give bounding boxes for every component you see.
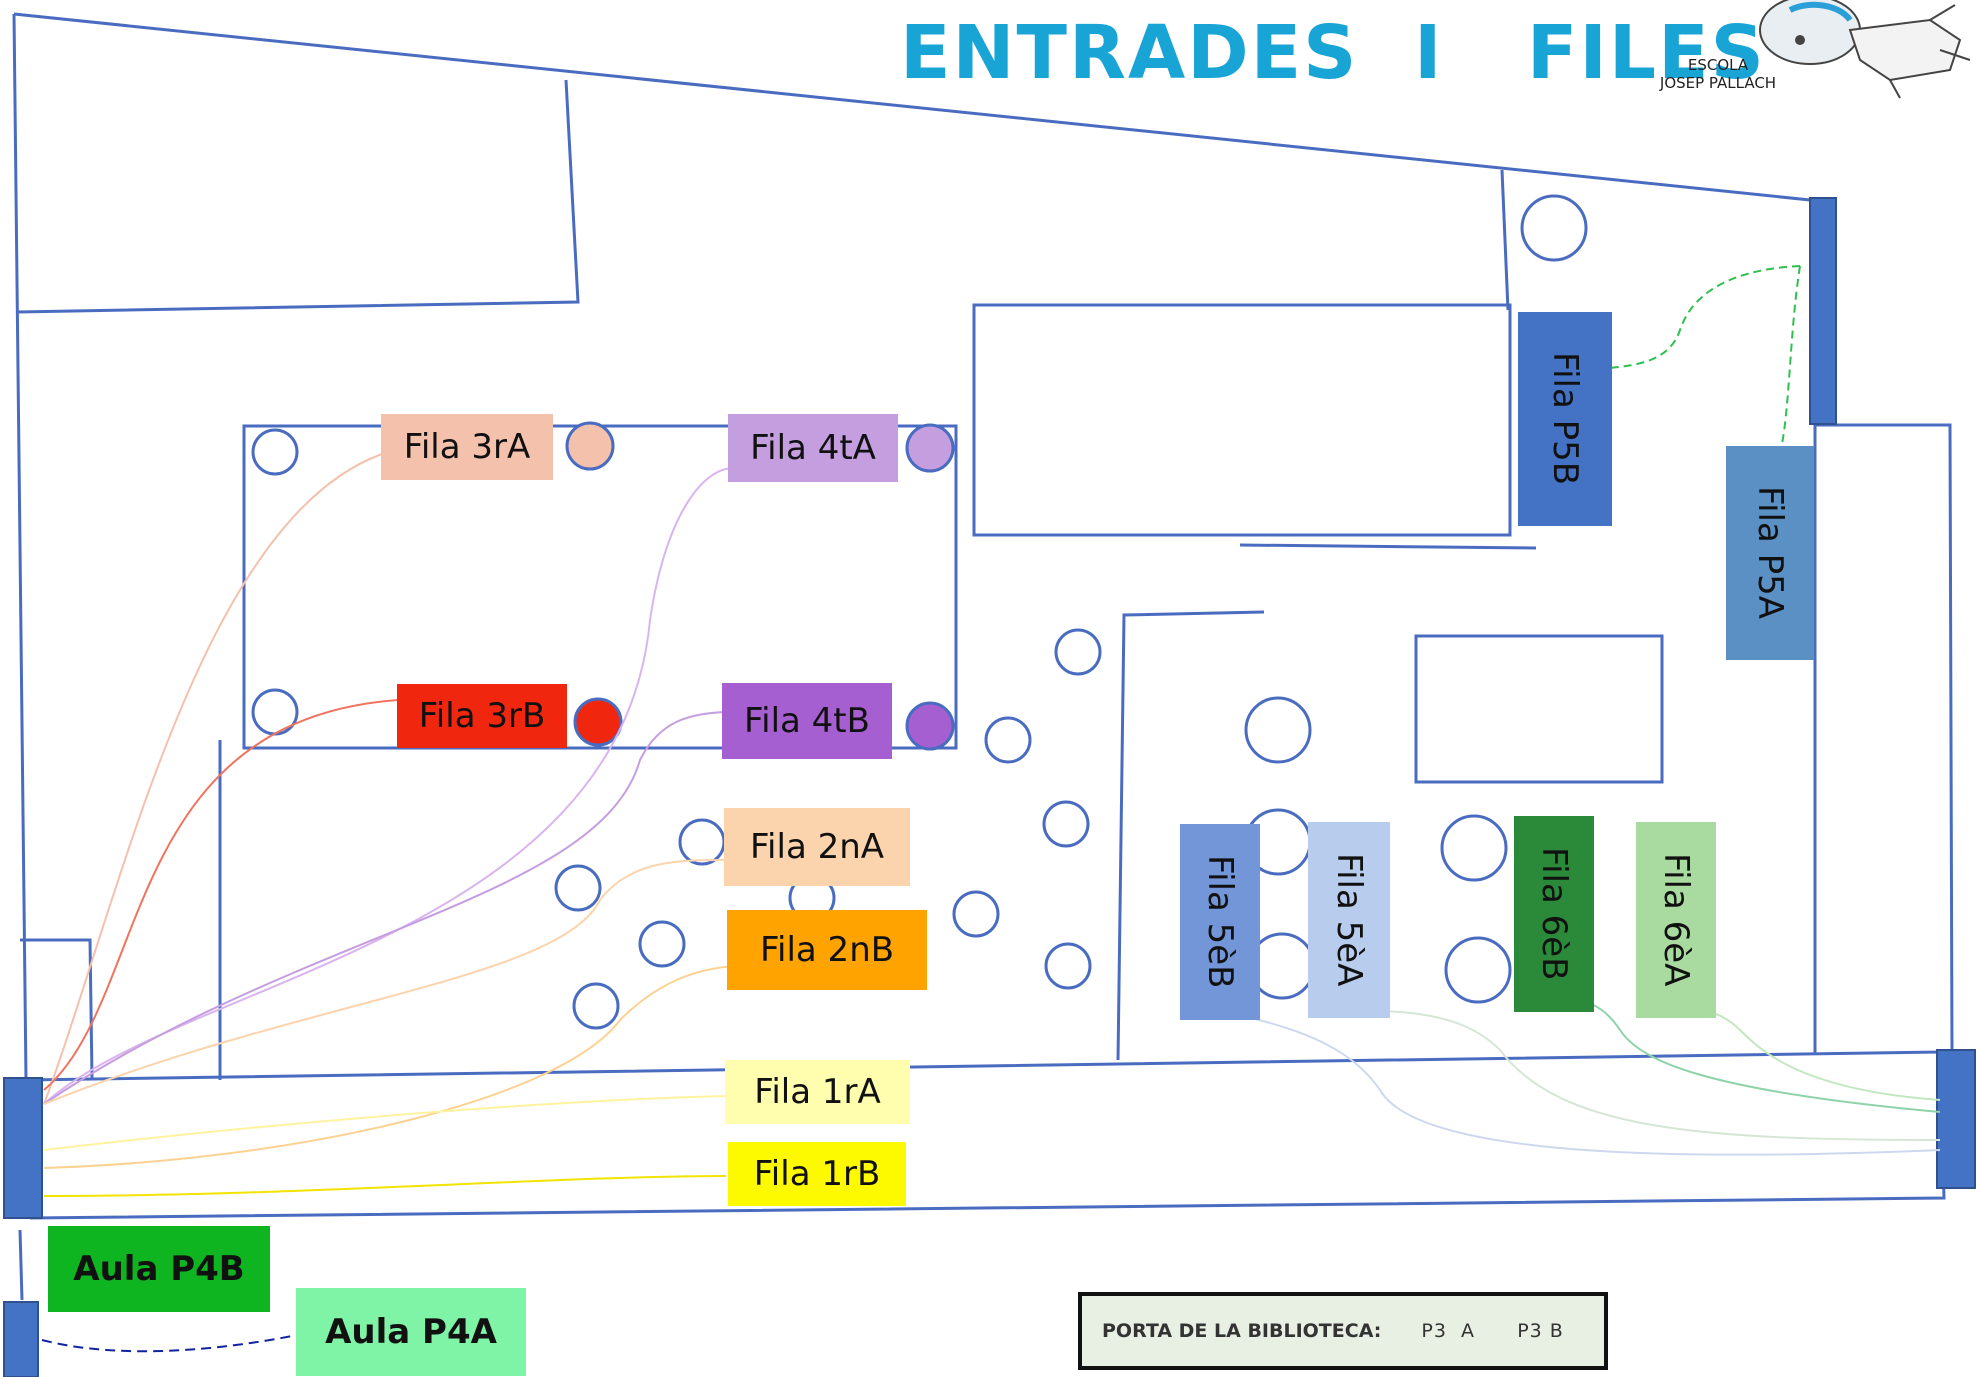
route-4tb [43, 711, 725, 1105]
classroom-aula-p4b: Aula P4B [48, 1226, 270, 1312]
route-1ra [43, 1095, 727, 1151]
row-fila-6eb: Fila 6èB [1514, 816, 1594, 1012]
door-left [3, 1077, 43, 1219]
row-fila-5eb: Fila 5èB [1180, 824, 1260, 1020]
row-fila-p5a: Fila P5A [1726, 446, 1814, 660]
marker-4tb [905, 701, 955, 751]
route-2nb [43, 965, 737, 1169]
tree-circle [984, 716, 1032, 764]
route-2na [43, 859, 725, 1105]
route-3ra [43, 453, 383, 1105]
library-door-legend: PORTA DE LA BIBLIOTECA: P3 A P3 B [1078, 1292, 1608, 1370]
row-fila-6ea: Fila 6èA [1636, 822, 1716, 1018]
wall-left [12, 13, 28, 1081]
route-4ta [43, 467, 733, 1105]
wall-upper-under [1239, 543, 1537, 550]
row-fila-5ea: Fila 5èA [1308, 822, 1390, 1018]
row-fila-1ra: Fila 1rA [725, 1060, 910, 1124]
tree-circle [1244, 696, 1312, 764]
route-3rb [43, 699, 399, 1091]
legend-label: PORTA DE LA BIBLIOTECA: [1102, 1320, 1382, 1342]
wall-inner-top [1500, 169, 1510, 311]
route-5eb [1219, 1009, 1941, 1156]
mascot-logo [1759, 0, 1971, 99]
tree-circle [1054, 628, 1102, 676]
building-central [1116, 610, 1265, 1061]
marker-3rb [573, 697, 623, 747]
door-bottom-left [3, 1301, 39, 1377]
marker-3ra [565, 421, 615, 471]
tree-circle [572, 982, 620, 1030]
tree-circle [251, 688, 299, 736]
room-central [1414, 634, 1664, 784]
wall-right [1815, 423, 1954, 1056]
route-1rb [43, 1175, 727, 1197]
route-5ea [1319, 1009, 1941, 1141]
row-fila-2nb: Fila 2nB [727, 910, 927, 990]
school-name: ESCOLA JOSEP PALLACH [1628, 56, 1808, 92]
tree-circle [554, 864, 602, 912]
classroom-aula-p4a: Aula P4A [296, 1288, 526, 1376]
route-p5b [1609, 265, 1801, 369]
wall-left-small [20, 938, 94, 1079]
tree-circle [638, 920, 686, 968]
wall-top [13, 12, 1811, 202]
row-fila-2na: Fila 2nA [724, 808, 910, 886]
tree-circle [1440, 814, 1508, 882]
page-title: ENTRADES I FILES [900, 10, 1766, 96]
wall-left-stub [18, 1229, 24, 1301]
tree-circle [251, 428, 299, 476]
route-p5a [1781, 265, 1801, 445]
tree-circle [1520, 194, 1588, 262]
door-right [1936, 1049, 1976, 1189]
row-fila-1rb: Fila 1rB [728, 1142, 906, 1206]
row-fila-3ra: Fila 3rA [381, 414, 553, 480]
row-fila-4ta: Fila 4tA [728, 414, 898, 482]
corridor [25, 1050, 1946, 1220]
room-top-left [17, 79, 580, 314]
room-upper [972, 303, 1512, 537]
tree-circle [678, 818, 726, 866]
tree-circle [1044, 942, 1092, 990]
tree-circle [952, 890, 1000, 938]
row-fila-p5b: Fila P5B [1518, 312, 1612, 526]
door-top-right [1809, 197, 1837, 425]
tree-circle [1444, 936, 1512, 1004]
row-fila-3rb: Fila 3rB [397, 684, 567, 748]
legend-doors: P3 A P3 B [1421, 1320, 1564, 1342]
tree-circle [1042, 800, 1090, 848]
marker-4ta [905, 423, 955, 473]
school-line1: ESCOLA [1687, 56, 1749, 74]
school-line2: JOSEP PALLACH [1659, 74, 1777, 92]
row-fila-4tb: Fila 4tB [722, 683, 892, 759]
route-p4a [41, 1335, 293, 1353]
